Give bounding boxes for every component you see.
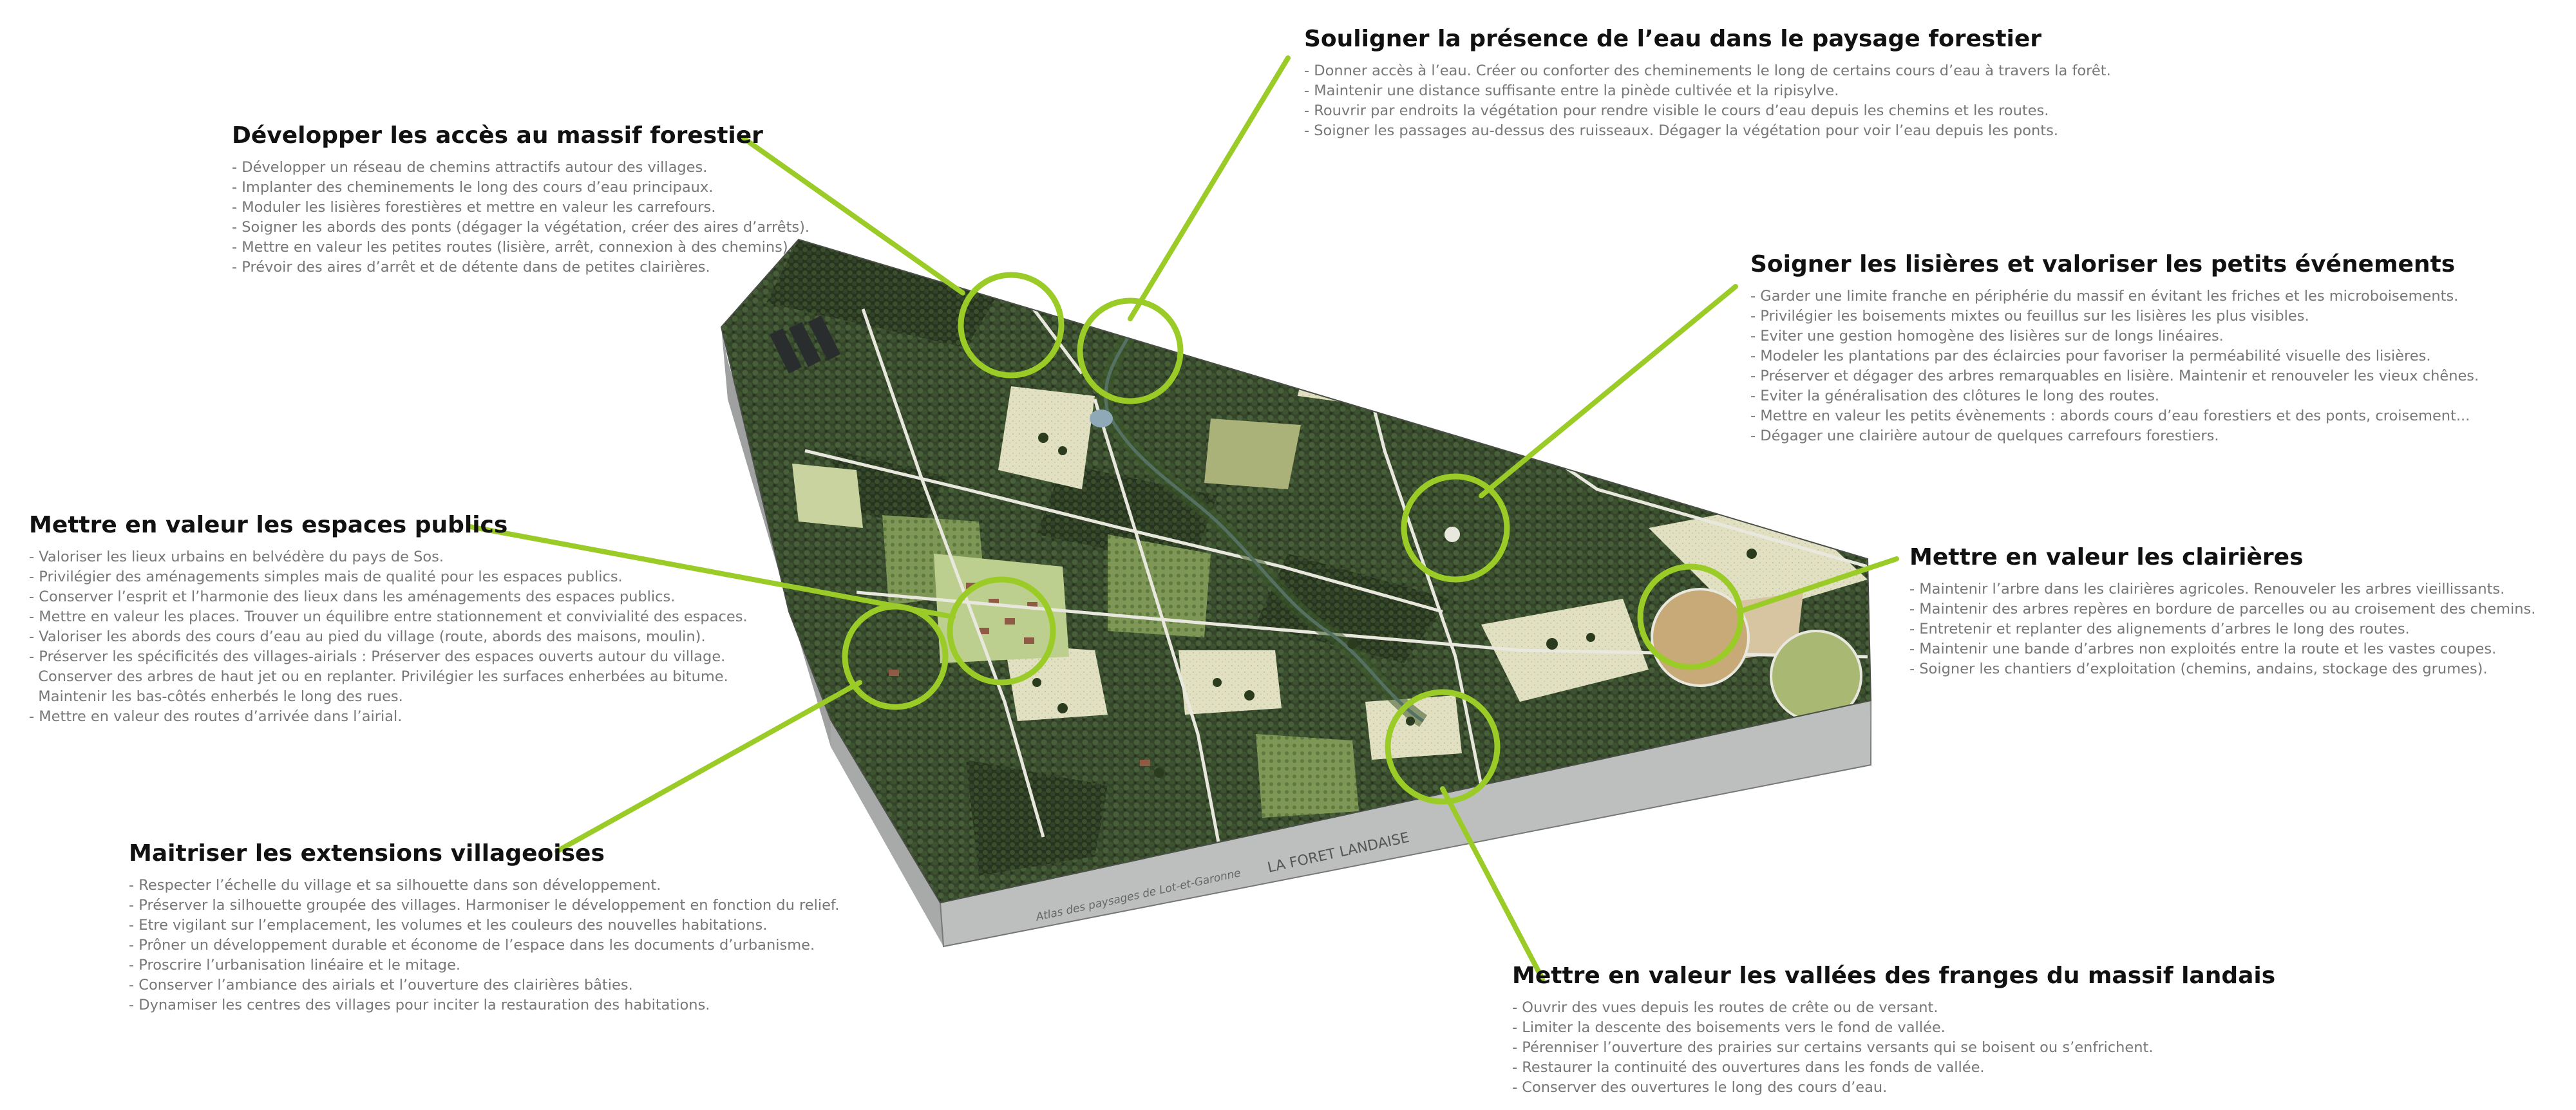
- list-item: - Mettre en valeur les petites routes (l…: [232, 239, 793, 256]
- list-item: - Mettre en valeur des routes d’arrivée …: [29, 708, 402, 725]
- list-item: - Prôner un développement durable et éco…: [129, 937, 815, 954]
- list-item: - Conserver l’esprit et l’harmonie des l…: [29, 588, 676, 605]
- block-title: Développer les accès au massif forestier: [232, 122, 763, 149]
- block-list: - Valoriser les lieux urbains en belvédè…: [29, 547, 748, 727]
- list-item: Conserver des arbres de haut jet ou en r…: [29, 668, 728, 685]
- block-espaces: Mettre en valeur les espaces publics - V…: [29, 512, 748, 727]
- list-item: - Valoriser les abords des cours d’eau a…: [29, 628, 706, 645]
- list-item: - Privilégier des aménagements simples m…: [29, 569, 623, 585]
- list-item: - Mettre en valeur les petits évènements…: [1750, 408, 2470, 424]
- leader-line-extensions: [554, 680, 862, 854]
- list-item: - Soigner les passages au-dessus des rui…: [1304, 122, 2058, 139]
- list-item: - Maintenir l’arbre dans les clairières …: [1909, 581, 2505, 597]
- block-title: Mettre en valeur les vallées des franges…: [1512, 963, 2276, 989]
- highlight-circle-eau: [1077, 297, 1184, 404]
- block-list: - Maintenir l’arbre dans les clairières …: [1909, 579, 2535, 679]
- list-item: - Respecter l’échelle du village et sa s…: [129, 877, 661, 894]
- list-item: - Ouvrir des vues depuis les routes de c…: [1512, 999, 1938, 1016]
- highlight-circle-acces: [958, 272, 1065, 379]
- list-item: Maintenir les bas-côtés enherbés le long…: [29, 688, 403, 705]
- list-item: - Préserver la silhouette groupée des vi…: [129, 897, 840, 914]
- list-item: - Pérenniser l’ouverture des prairies su…: [1512, 1039, 2154, 1056]
- block-extensions: Maitriser les extensions villageoises - …: [129, 840, 839, 1015]
- list-item: - Restaurer la continuité des ouvertures…: [1512, 1059, 1985, 1076]
- list-item: - Limiter la descente des boisements ver…: [1512, 1019, 1946, 1036]
- list-item: - Valoriser les lieux urbains en belvédè…: [29, 549, 444, 565]
- list-item: - Proscrire l’urbanisation linéaire et l…: [129, 957, 461, 974]
- list-item: - Rouvrir par endroits la végétation pou…: [1304, 102, 2049, 119]
- list-item: - Conserver l’ambiance des airials et l’…: [129, 977, 633, 993]
- list-item: - Conserver des ouvertures le long des c…: [1512, 1079, 1888, 1096]
- list-item: - Soigner les abords des ponts (dégager …: [232, 219, 810, 236]
- list-item: - Développer un réseau de chemins attrac…: [232, 159, 708, 176]
- list-item: - Dynamiser les centres des villages pou…: [129, 997, 710, 1013]
- block-lisieres: Soigner les lisières et valoriser les pe…: [1750, 251, 2479, 446]
- block-title: Souligner la présence de l’eau dans le p…: [1304, 26, 2042, 52]
- block-list: - Garder une limite franche en périphéri…: [1750, 287, 2479, 446]
- list-item: - Mettre en valeur les places. Trouver u…: [29, 608, 748, 625]
- highlight-circles: [842, 272, 1744, 805]
- highlight-circle-vallees: [1385, 689, 1501, 805]
- leader-line-eau: [1128, 55, 1291, 321]
- leader-line-acces: [741, 136, 965, 296]
- leader-line-lisieres: [1479, 284, 1738, 498]
- block-vallees: Mettre en valeur les vallées des franges…: [1512, 963, 2275, 1098]
- list-item: - Préserver et dégager des arbres remarq…: [1750, 368, 2479, 384]
- block-top: [721, 240, 1871, 903]
- list-item: - Soigner les chantiers d’exploitation (…: [1909, 661, 2488, 677]
- block-eau: Souligner la présence de l’eau dans le p…: [1304, 26, 2111, 141]
- highlight-circle-espaces: [947, 576, 1056, 686]
- list-item: - Maintenir une bande d’arbres non explo…: [1909, 641, 2497, 657]
- leader-line-vallees: [1440, 786, 1545, 981]
- block-title: Mettre en valeur les espaces publics: [29, 512, 508, 538]
- list-item: - Entretenir et replanter des alignement…: [1909, 621, 2410, 637]
- list-item: - Maintenir des arbres repères en bordur…: [1909, 601, 2536, 617]
- block-list: - Donner accès à l’eau. Créer ou confort…: [1304, 61, 2111, 141]
- block-title: Soigner les lisières et valoriser les pe…: [1750, 251, 2456, 278]
- block-clairieres: Mettre en valeur les clairières - Mainte…: [1909, 544, 2535, 679]
- list-item: - Préserver les spécificités des village…: [29, 648, 726, 665]
- highlight-circle-clairieres: [1637, 563, 1744, 670]
- list-item: - Implanter des cheminements le long des…: [232, 179, 714, 196]
- list-item: - Prévoir des aires d’arrêt et de détent…: [232, 259, 710, 276]
- block-list: - Développer un réseau de chemins attrac…: [232, 158, 810, 278]
- list-item: - Maintenir une distance suffisante entr…: [1304, 82, 1839, 99]
- list-item: - Eviter la généralisation des clôtures …: [1750, 388, 2160, 404]
- list-item: - Privilégier les boisements mixtes ou f…: [1750, 308, 2309, 325]
- highlight-circle-extensions: [842, 603, 949, 710]
- list-item: - Moduler les lisières forestières et me…: [232, 199, 716, 216]
- list-item: - Eviter une gestion homogène des lisièr…: [1750, 328, 2224, 344]
- block-acces: Développer les accès au massif forestier…: [232, 122, 810, 278]
- leader-line-clairieres: [1736, 556, 1899, 614]
- list-item: - Garder une limite franche en périphéri…: [1750, 288, 2459, 305]
- leader-line-espaces: [468, 524, 956, 619]
- block-list: - Ouvrir des vues depuis les routes de c…: [1512, 998, 2275, 1098]
- block-title: Maitriser les extensions villageoises: [129, 840, 605, 867]
- list-item: - Dégager une clairière autour de quelqu…: [1750, 428, 2219, 444]
- highlight-circle-lisieres: [1401, 473, 1510, 583]
- block-title: Mettre en valeur les clairières: [1909, 544, 2304, 570]
- leader-lines: [468, 55, 1899, 981]
- list-item: - Modeler les plantations par des éclair…: [1750, 348, 2431, 364]
- list-item: - Etre vigilant sur l’emplacement, les v…: [129, 917, 768, 934]
- block-list: - Respecter l’échelle du village et sa s…: [129, 876, 839, 1015]
- list-item: - Donner accès à l’eau. Créer ou confort…: [1304, 62, 2111, 79]
